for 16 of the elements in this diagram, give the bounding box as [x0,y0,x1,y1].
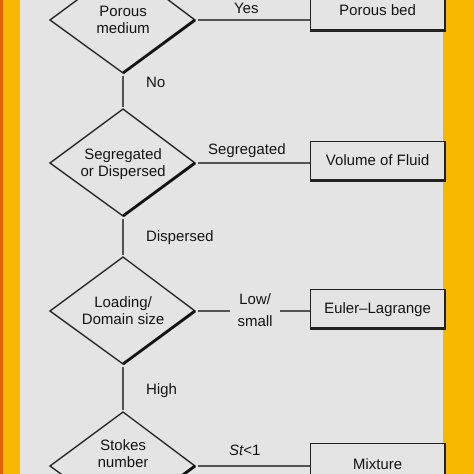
result-text: Euler–Lagrange [324,300,431,317]
result-box [310,289,446,330]
connector-line [198,162,310,164]
result-text: Mixture [352,456,402,473]
connector-line [122,367,124,410]
decision-text: Stokes number [96,437,150,471]
result-text: Porous bed [339,2,416,19]
connector-line [122,76,124,107]
decision-text: Loading/ Domain size [80,294,166,328]
connector-line [122,219,124,255]
decision-text: Segregated or Dispersed [79,146,167,180]
connector-line [198,19,310,21]
result-text: Volume of Fluid [326,152,430,169]
result-box [310,141,446,182]
decision-text: Porous medium [95,3,151,37]
connector-line [198,465,310,467]
